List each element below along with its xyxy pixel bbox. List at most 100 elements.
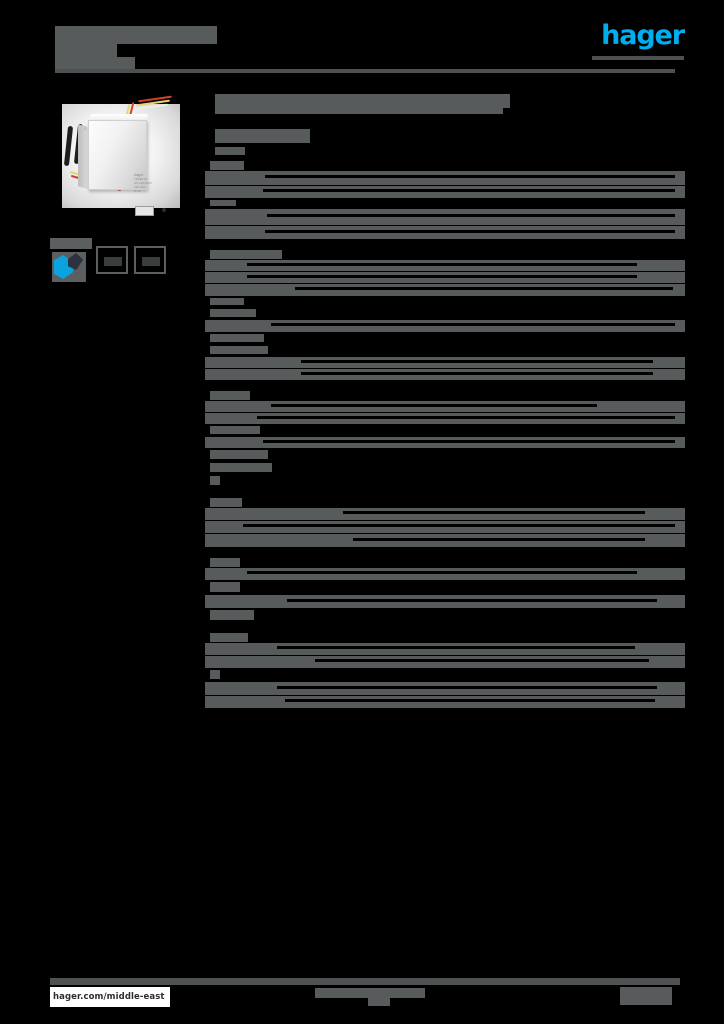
page-footer: hager.com/middle-east [50,978,680,1020]
spec-section-header [205,556,685,568]
spec-row [205,609,685,623]
document-title-line2 [55,43,117,57]
spec-row-label [210,227,234,237]
spec-row-label [210,346,268,354]
spec-row [205,508,685,521]
product-photo: hager TRM070A AC 110-230V 230 VAC IP 20 … [50,82,190,224]
footer-center-text [315,988,425,998]
spec-section-header-label [210,498,242,507]
spec-row-label [210,358,220,366]
document-title-line1 [55,26,217,44]
spec-row-leader-gap [301,372,653,375]
device-label-line-3: IP 20 [134,189,141,193]
spec-row [205,669,685,682]
spec-row [205,521,685,534]
device-side-text: knx [83,125,87,130]
spec-icon-2 [96,246,128,274]
spec-row-label [210,172,238,183]
spec-row-leader-gap [315,659,649,662]
footer-page-number [620,987,672,1005]
spec-row-band [205,696,685,708]
device-label-line-2: 230 VAC [134,185,146,189]
spec-row [205,413,685,425]
spec-section [205,556,685,623]
spec-section-header-label [210,161,244,170]
footer-divider [50,978,680,985]
spec-row-label [210,683,266,693]
spec-row-label [210,657,220,666]
spec-row-label [210,596,220,606]
spec-row [205,333,685,345]
device-label-line-0: TRM070A [134,177,148,181]
spec-row-band [205,568,685,580]
spec-row-label [210,414,220,422]
spec-section [205,496,685,548]
spec-row-band [205,320,685,332]
device-label: hager TRM070A AC 110-230V 230 VAC IP 20 [134,173,168,201]
caption-title [215,129,310,143]
product-heading-text [215,94,510,108]
caption-sub [215,147,245,155]
spec-row-label [210,450,268,459]
spec-row [205,462,685,475]
spec-row-label [210,426,260,434]
spec-row [205,199,685,209]
spec-row-leader-gap [295,287,673,290]
knx-glyph [52,252,86,282]
spec-row [205,272,685,284]
spec-row-leader-gap [271,323,675,326]
icon-tab [50,238,92,249]
spec-row-label [210,309,256,317]
spec-row-leader-gap [277,686,657,689]
spec-row [205,437,685,449]
spec-row [205,284,685,297]
spec-row-band [205,508,685,520]
footer-url[interactable]: hager.com/middle-east [50,987,170,1007]
spec-row-label [210,402,220,410]
document-subtitle [55,57,135,69]
spec-row [205,226,685,240]
left-column: hager TRM070A AC 110-230V 230 VAC IP 20 … [50,82,190,284]
spec-row [205,297,685,308]
spec-row-leader-gap [247,571,637,574]
hager-logo: hager [601,20,685,51]
device-label-line-1: AC 110-230V [134,181,152,185]
spec-section-header [205,159,685,171]
header-divider [55,69,675,73]
spec-row-label [210,334,264,342]
spec-row-band [205,171,685,185]
spec-section-header [205,389,685,401]
spec-row [205,320,685,333]
spec-row-leader-gap [287,599,657,602]
spec-row-leader-gap [247,275,637,278]
spec-row-band [205,656,685,668]
specification-table [205,159,685,709]
spec-row [205,643,685,656]
spec-row [205,308,685,320]
spec-row-label [210,285,220,294]
device-body: hager TRM070A AC 110-230V 230 VAC IP 20 [88,120,166,216]
spec-section [205,159,685,240]
spec-row-label [210,210,240,223]
spec-row [205,595,685,609]
spec-row-label [210,644,220,653]
spec-row [205,401,685,413]
spec-row-label [210,582,240,592]
spec-section-header [205,496,685,508]
spec-row-leader-gap [247,263,637,266]
spec-row-leader-gap [265,230,675,233]
spec-row [205,682,685,696]
spec-row-label [210,610,254,620]
spec-row [205,357,685,369]
knx-certified-icon [50,238,92,282]
spec-row-label [210,200,236,206]
spec-row [205,209,685,226]
spec-row [205,369,685,381]
spec-row-label [210,370,220,378]
spec-row-leader-gap [263,189,675,192]
spec-row-label [210,321,220,330]
logo-divider [592,56,684,60]
spec-row [205,696,685,709]
spec-row [205,449,685,462]
product-heading [205,89,685,115]
